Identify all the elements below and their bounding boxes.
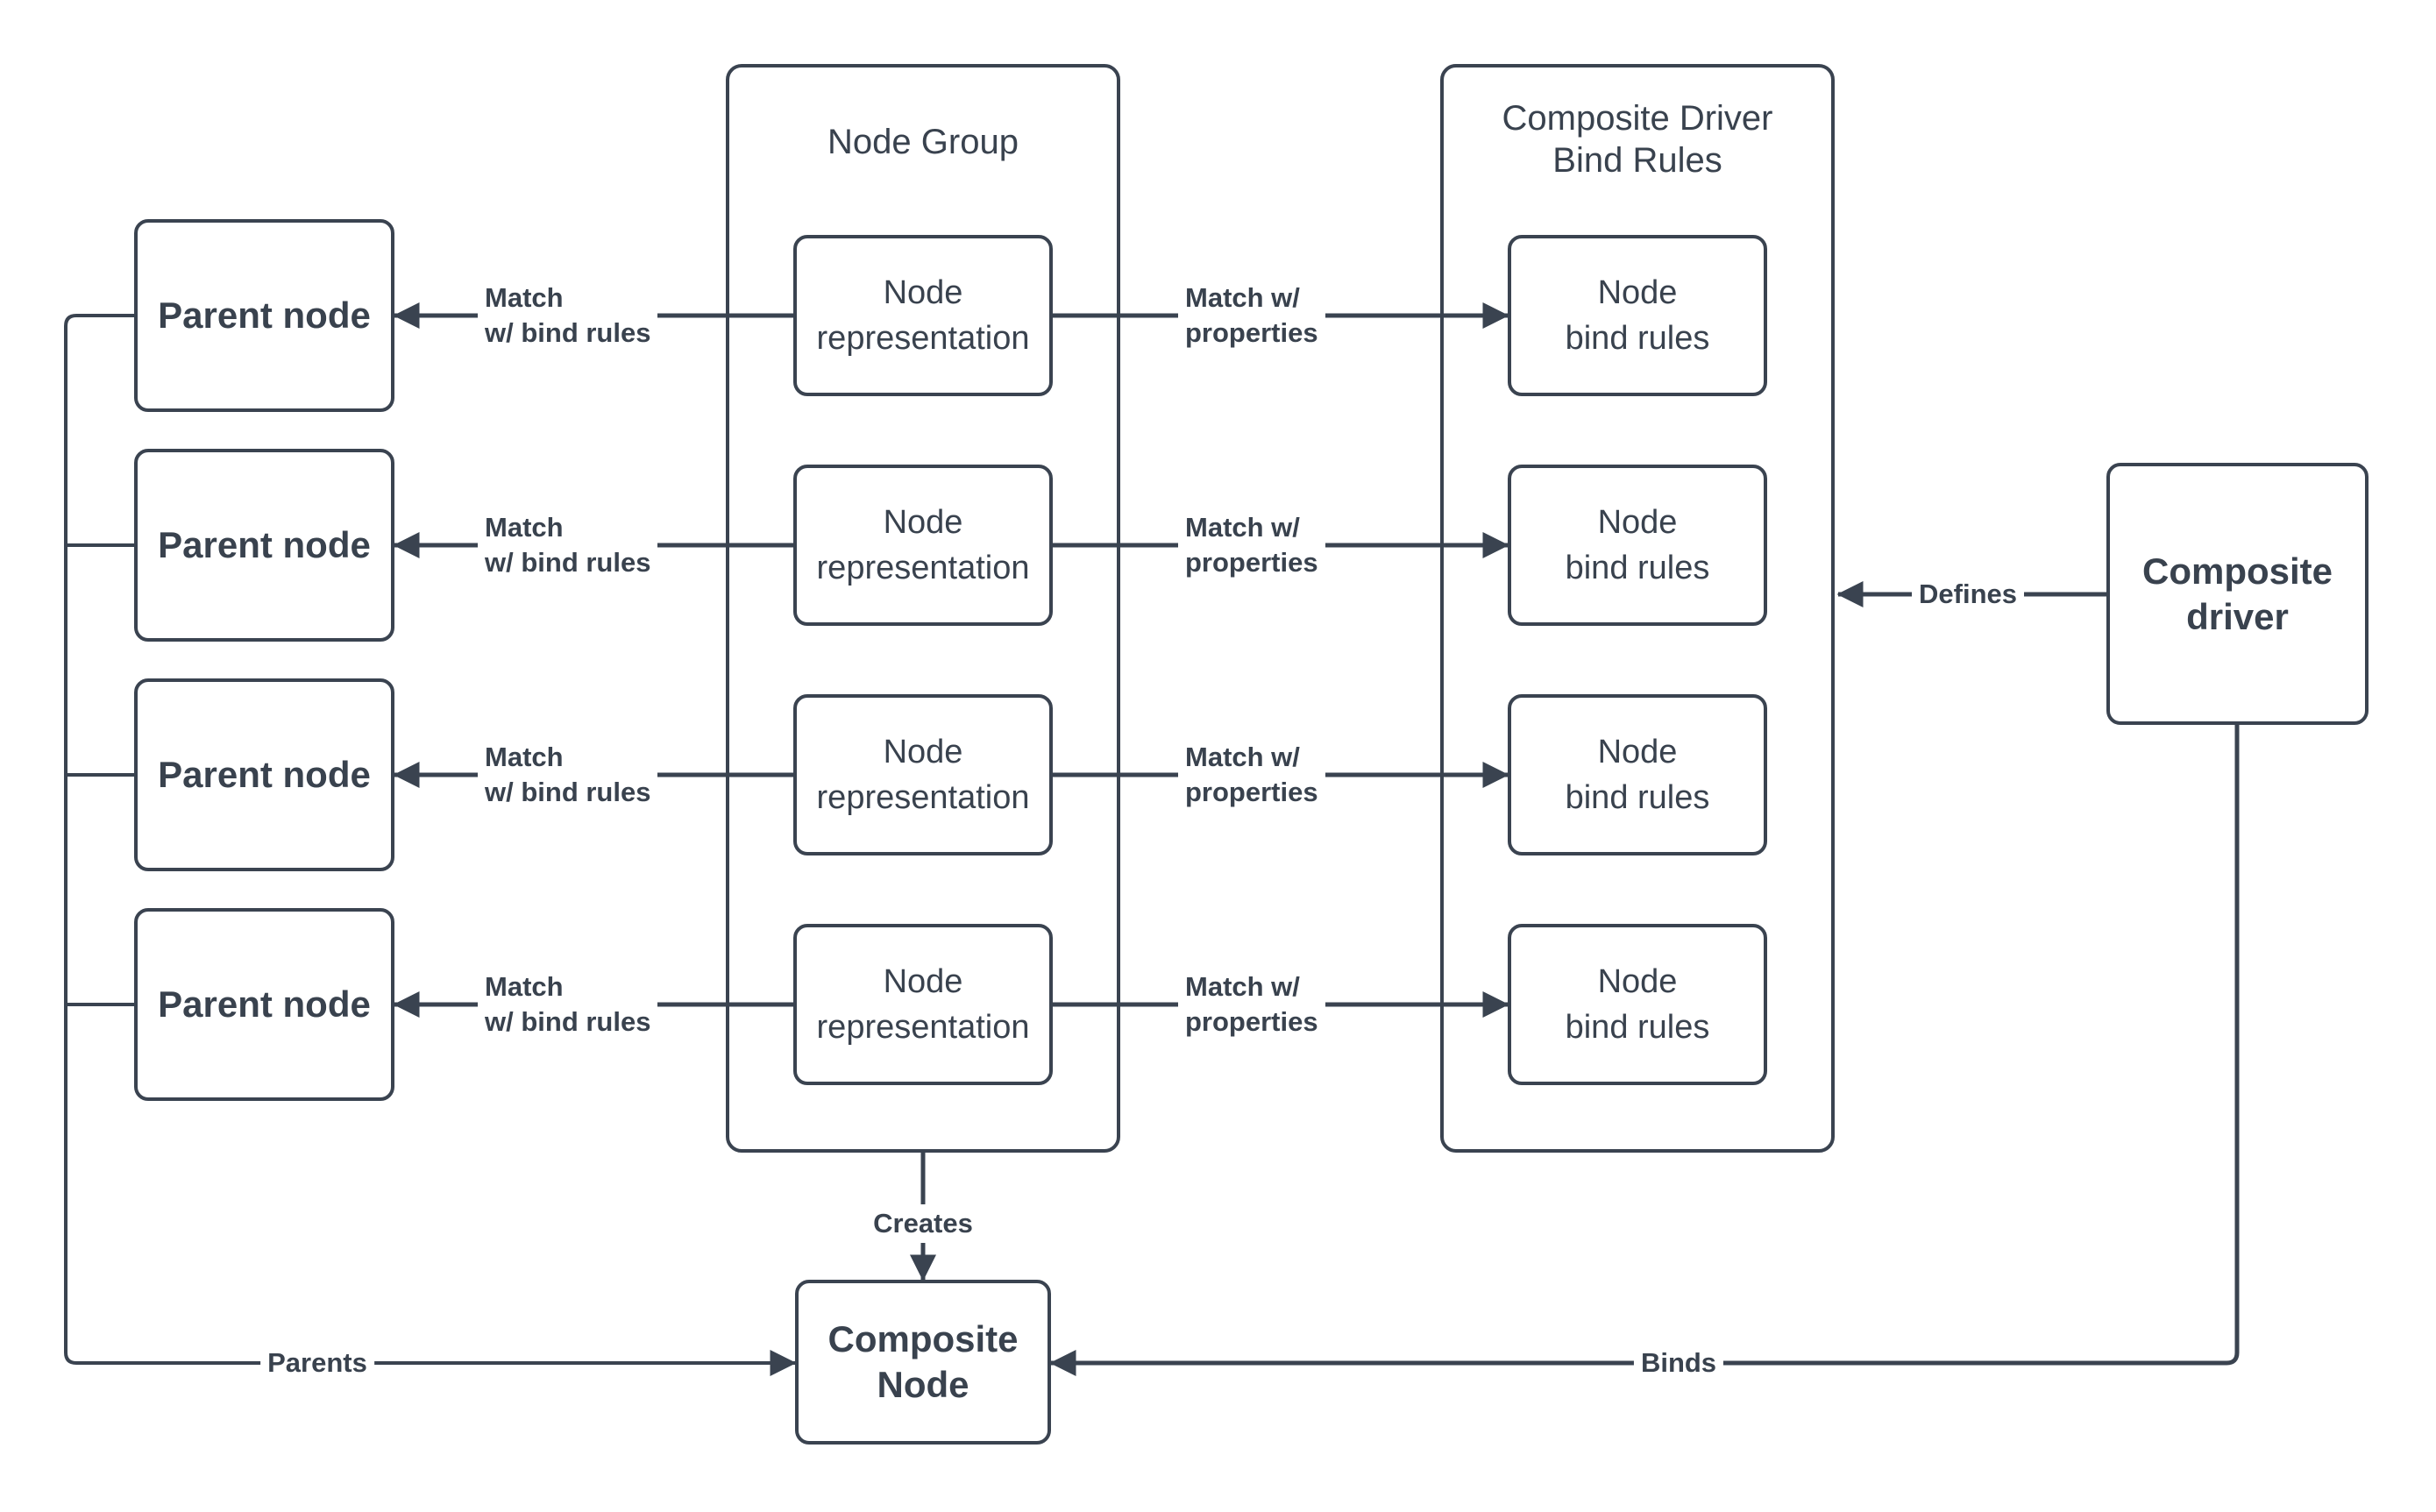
node-bind-rules-4-label: Node bind rules — [1565, 963, 1710, 1046]
parent-node-2: Parent node — [134, 449, 394, 642]
parent-node-1-label: Parent node — [158, 295, 371, 336]
composite-driver-bind-rules-title: Composite Driver Bind Rules — [1502, 99, 1773, 180]
node-bind-rules-4: Node bind rules — [1508, 924, 1767, 1085]
node-bind-rules-1: Node bind rules — [1508, 235, 1767, 396]
edge-label-match-properties-row3: Match w/ properties — [1178, 738, 1325, 812]
node-representation-3-label: Node representation — [816, 734, 1030, 816]
edge-label-defines: Defines — [1912, 575, 2024, 614]
edge-label-match-properties-row4: Match w/ properties — [1178, 968, 1325, 1041]
node-representation-3: Node representation — [793, 694, 1053, 855]
edge-label-match-bind-rules-row1: Match w/ bind rules — [478, 279, 658, 352]
edge-label-match-properties-row2: Match w/ properties — [1178, 508, 1325, 582]
parent-node-2-label: Parent node — [158, 524, 371, 565]
composite-driver-node: Composite driver — [2106, 463, 2369, 725]
node-bind-rules-2-label: Node bind rules — [1565, 504, 1710, 586]
node-bind-rules-2: Node bind rules — [1508, 465, 1767, 626]
node-representation-1: Node representation — [793, 235, 1053, 396]
edge-label-match-bind-rules-row2: Match w/ bind rules — [478, 508, 658, 582]
node-bind-rules-3-label: Node bind rules — [1565, 734, 1710, 816]
parent-node-3-label: Parent node — [158, 754, 371, 795]
edge-label-match-bind-rules-row4: Match w/ bind rules — [478, 968, 658, 1041]
node-representation-1-label: Node representation — [816, 274, 1030, 357]
edge-label-binds: Binds — [1633, 1344, 1724, 1382]
parent-node-4-label: Parent node — [158, 983, 371, 1025]
composite-driver-label: Composite driver — [2141, 550, 2333, 637]
node-group-title: Node Group — [827, 123, 1019, 161]
node-representation-4: Node representation — [793, 924, 1053, 1085]
composite-node: Composite Node — [795, 1280, 1051, 1445]
node-bind-rules-3: Node bind rules — [1508, 694, 1767, 855]
node-representation-2: Node representation — [793, 465, 1053, 626]
edge-label-creates: Creates — [866, 1204, 980, 1243]
edge-binds — [1049, 725, 2240, 1376]
composite-node-label: Composite Node — [827, 1318, 1019, 1405]
edge-parents — [64, 314, 797, 1376]
edge-label-parents: Parents — [260, 1344, 374, 1382]
parent-node-3: Parent node — [134, 678, 394, 871]
edge-label-match-bind-rules-row3: Match w/ bind rules — [478, 738, 658, 812]
node-representation-2-label: Node representation — [816, 504, 1030, 586]
parent-node-1: Parent node — [134, 219, 394, 412]
edge-label-match-properties-row1: Match w/ properties — [1178, 279, 1325, 352]
parent-node-4: Parent node — [134, 908, 394, 1101]
node-representation-4-label: Node representation — [816, 963, 1030, 1046]
node-bind-rules-1-label: Node bind rules — [1565, 274, 1710, 357]
